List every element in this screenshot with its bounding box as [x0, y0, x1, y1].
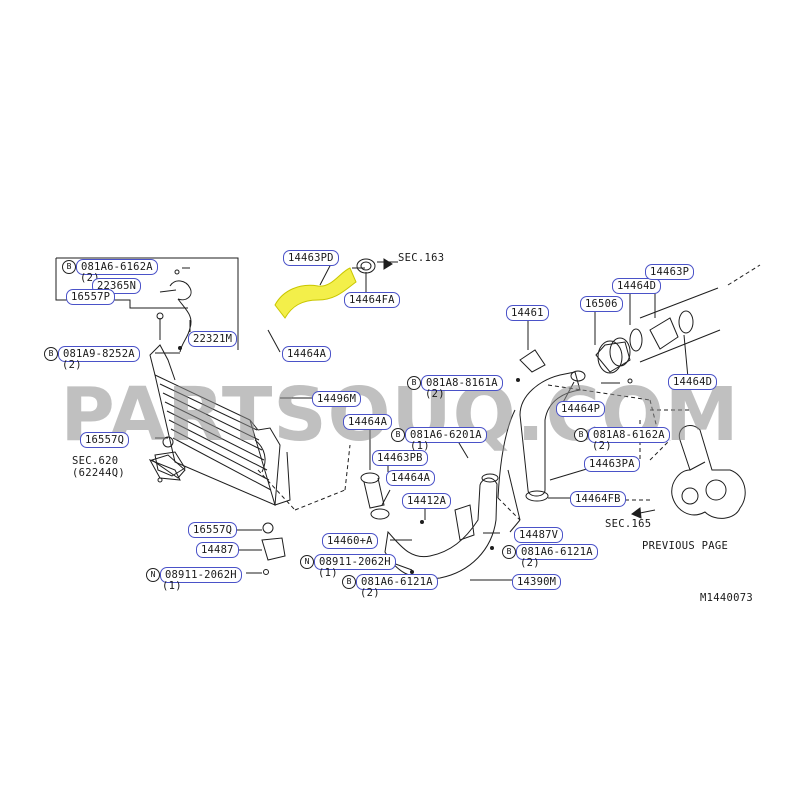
label-14496m[interactable]: 14496M	[312, 391, 362, 407]
dashed-leaders	[257, 264, 761, 521]
label-14464a-top[interactable]: 14464A	[282, 346, 332, 362]
b-marker-icon: B	[62, 260, 76, 274]
label-14487v[interactable]: 14487V	[514, 527, 564, 543]
note-previous-page[interactable]: PREVIOUS PAGE	[642, 540, 729, 552]
label-14463pd[interactable]: 14463PD	[283, 250, 339, 266]
label-16557q-low[interactable]: 16557Q	[188, 522, 238, 538]
qty-081a8-8161a: (2)	[425, 388, 445, 400]
note-sec620-sub: (62244Q)	[72, 467, 125, 479]
bracket-drawings	[154, 312, 286, 575]
note-sec165: SEC.165	[605, 518, 652, 530]
label-14464fa[interactable]: 14464FA	[344, 292, 400, 308]
label-081a6-6162a-top[interactable]: 081A6-6162A	[76, 259, 158, 275]
arrow-icon	[383, 258, 393, 270]
diagram-code: M1440073	[700, 592, 753, 604]
label-14390m[interactable]: 14390M	[512, 574, 562, 590]
label-14464p[interactable]: 14464P	[556, 401, 606, 417]
qty-08911-2062h-left: (1)	[162, 580, 182, 592]
qty-081a6-6121a-low: (2)	[360, 587, 380, 599]
label-081a6-6121a-low[interactable]: 081A6-6121A	[356, 574, 438, 590]
b-marker-icon: B	[574, 428, 588, 442]
intercooler-drawing	[148, 344, 291, 506]
label-14463pb[interactable]: 14463PB	[372, 450, 428, 466]
n-marker-icon: N	[300, 555, 314, 569]
label-22321m[interactable]: 22321M	[188, 331, 238, 347]
note-sec163: SEC.163	[398, 252, 445, 264]
bolt-dots	[178, 346, 520, 574]
note-sec620: SEC.620	[72, 455, 119, 467]
label-14461[interactable]: 14461	[506, 305, 549, 321]
label-14464a-mid[interactable]: 14464A	[343, 414, 393, 430]
clamp-14464fa-drawing	[356, 258, 376, 274]
pipe-14460a-drawing	[384, 473, 499, 580]
pipe-14463pa-drawing	[497, 318, 581, 533]
b-marker-icon: B	[44, 347, 58, 361]
n-marker-icon: N	[146, 568, 160, 582]
label-14463p[interactable]: 14463P	[645, 264, 695, 280]
throttle-16506-drawing	[570, 312, 633, 384]
b-marker-icon: B	[342, 575, 356, 589]
label-081a9-8252a[interactable]: 081A9-8252A	[58, 346, 140, 362]
label-081a6-6121a-right[interactable]: 081A6-6121A	[516, 544, 598, 560]
turbocharger-drawing	[671, 425, 746, 519]
b-marker-icon: B	[407, 376, 421, 390]
label-14412a[interactable]: 14412A	[402, 493, 452, 509]
qty-08911-2062h-mid: (1)	[318, 567, 338, 579]
arrow-icon	[631, 507, 642, 519]
label-08911-2062h-left[interactable]: 08911-2062H	[160, 567, 242, 583]
hose-14464a-mid-drawing	[360, 472, 390, 520]
label-14464a-lower[interactable]: 14464A	[386, 470, 436, 486]
label-14464d-top[interactable]: 14464D	[612, 278, 662, 294]
label-08911-2062h-mid[interactable]: 08911-2062H	[314, 554, 396, 570]
label-14463pa[interactable]: 14463PA	[584, 456, 640, 472]
label-16557q[interactable]: 16557Q	[80, 432, 130, 448]
label-14460a[interactable]: 14460+A	[322, 533, 378, 549]
highlighted-hose-14463pd[interactable]	[274, 267, 357, 319]
label-081a6-6201a[interactable]: 081A6-6201A	[405, 427, 487, 443]
b-marker-icon: B	[502, 545, 516, 559]
b-marker-icon: B	[391, 428, 405, 442]
label-14464fb[interactable]: 14464FB	[570, 491, 626, 507]
qty-081a6-6201a: (1)	[410, 440, 430, 452]
qty-081a6-6121a-right: (2)	[520, 557, 540, 569]
qty-081a9-8252a: (2)	[62, 359, 82, 371]
hose-14463p-drawing	[629, 287, 721, 363]
label-16557p[interactable]: 16557P	[66, 289, 116, 305]
label-14487[interactable]: 14487	[196, 542, 239, 558]
label-14464d-right[interactable]: 14464D	[668, 374, 718, 390]
label-081a8-8161a[interactable]: 081A8-8161A	[421, 375, 503, 391]
sensor-inset-box	[55, 257, 239, 353]
qty-081a8-6162a: (2)	[592, 440, 612, 452]
label-16506[interactable]: 16506	[580, 296, 623, 312]
label-081a8-6162a[interactable]: 081A8-6162A	[588, 427, 670, 443]
